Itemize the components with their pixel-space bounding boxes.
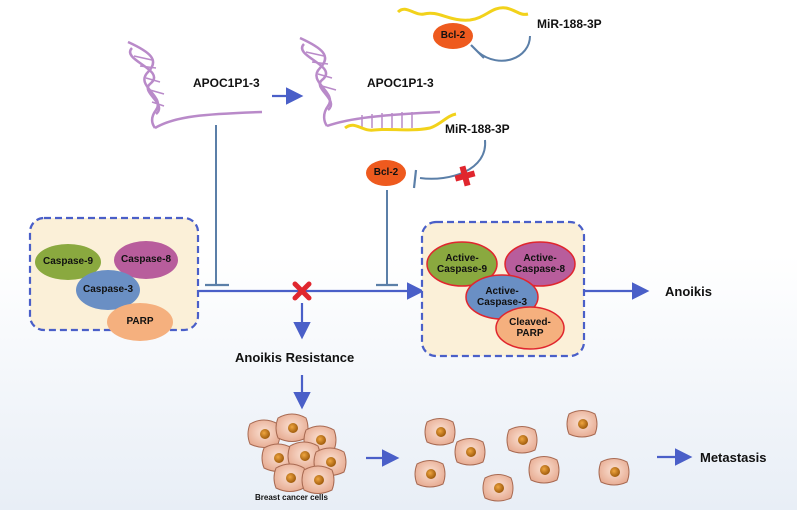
mirna-bound-strand xyxy=(344,112,457,132)
parp-label: PARP xyxy=(126,316,154,327)
dispersed-cancer-cells xyxy=(414,410,630,502)
active-caspase8-oval xyxy=(504,241,576,287)
active-caspase9-label: Active-Caspase-9 xyxy=(436,253,488,275)
mirna-top-inhibit-bar xyxy=(470,44,485,59)
bcl2-top-oval xyxy=(433,23,473,49)
red-cross-icon-top xyxy=(454,165,476,187)
active-caspase3-label: Active-Caspase-3 xyxy=(476,286,528,308)
metastasis-label: Metastasis xyxy=(700,450,767,465)
bcl2-top-label: Bcl-2 xyxy=(440,30,466,41)
caspase8-label: Caspase-8 xyxy=(120,254,172,265)
mir-mid-label: MiR-188-3P xyxy=(445,122,510,136)
mirna-top-inhibit-line xyxy=(477,35,531,62)
mir-top-label: MiR-188-3P xyxy=(537,17,602,31)
bcl2-mid-oval xyxy=(366,160,406,186)
caspase9-oval xyxy=(35,244,101,280)
bcl2-mid-label: Bcl-2 xyxy=(373,167,399,178)
caspase8-oval xyxy=(114,241,178,279)
active-caspase8-label: Active-Caspase-8 xyxy=(514,253,566,275)
parp-oval xyxy=(107,303,173,341)
lncrna-right-icon xyxy=(299,36,441,128)
anoikis-resistance-label: Anoikis Resistance xyxy=(235,350,355,365)
caspase3-label: Caspase-3 xyxy=(82,284,134,295)
mirna-mid-inhibit-bar xyxy=(412,169,418,189)
red-cross-icon-axis xyxy=(292,281,312,301)
breast-cancer-cells-label: Breast cancer cells xyxy=(255,493,328,502)
caspase9-label: Caspase-9 xyxy=(42,256,94,267)
caspase3-oval xyxy=(76,270,140,310)
apoc-left-label: APOC1P1-3 xyxy=(193,76,260,90)
mirna-mid-inhibit-line xyxy=(419,139,487,180)
cleaved-parp-label: Cleaved-PARP xyxy=(509,317,551,339)
cleaved-parp-oval xyxy=(495,306,565,350)
mirna-top-strand xyxy=(396,6,529,22)
anoikis-label: Anoikis xyxy=(665,284,712,299)
apoc-right-label: APOC1P1-3 xyxy=(367,76,434,90)
lncrna-left-icon xyxy=(127,40,263,130)
active-caspase9-oval xyxy=(426,241,498,287)
breast-cancer-cell-cluster xyxy=(247,413,347,494)
